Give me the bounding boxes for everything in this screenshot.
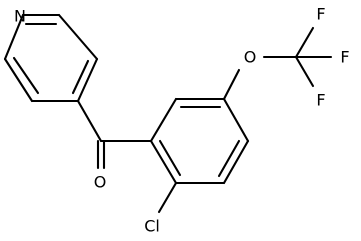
- bond: [3, 13, 25, 61]
- bond: [158, 139, 182, 177]
- fluorine-label-right: F: [340, 48, 349, 67]
- bond: [12, 56, 40, 95]
- carbonyl-oxygen-label: O: [94, 173, 107, 192]
- bond: [294, 55, 315, 88]
- bond: [149, 97, 178, 143]
- bond: [294, 26, 315, 59]
- bond: [76, 99, 103, 143]
- nitrogen-label: N: [14, 7, 26, 26]
- bond: [217, 139, 241, 178]
- bond: [3, 57, 34, 103]
- bond: [57, 13, 99, 61]
- substituent-bonds: [157, 26, 333, 214]
- benzene-ring: [149, 97, 250, 185]
- bond: [222, 68, 241, 101]
- chlorine-label: Cl: [144, 217, 160, 236]
- carbonyl-group: [76, 99, 153, 170]
- atom-labels: N O O Cl F F F: [14, 5, 350, 236]
- bond: [76, 57, 99, 103]
- ether-oxygen-label: O: [244, 48, 257, 67]
- bond: [149, 139, 178, 185]
- bond: [222, 139, 250, 185]
- bond: [157, 181, 178, 214]
- fluorine-label-top: F: [316, 5, 325, 24]
- fluorine-label-bottom: F: [316, 91, 325, 110]
- bond: [71, 59, 90, 95]
- bond: [222, 97, 250, 143]
- pyridine-ring: [3, 13, 99, 103]
